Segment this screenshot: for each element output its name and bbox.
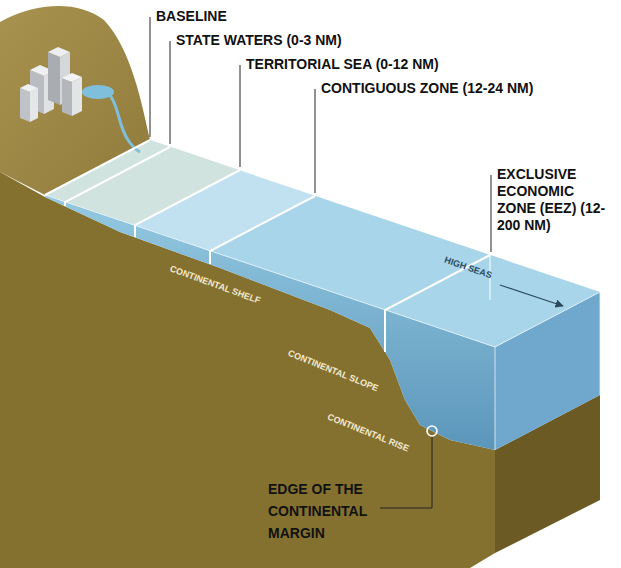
high-seas-arrow xyxy=(500,285,563,306)
seabed-front-face xyxy=(0,172,495,568)
callout-label: EDGE OF THE CONTINENTAL MARGIN xyxy=(268,478,376,544)
zone-label: EXCLUSIVE ECONOMIC ZONE (EEZ) (12-200 NM… xyxy=(497,166,611,234)
zone-label: BASELINE xyxy=(156,8,227,25)
river xyxy=(110,95,140,152)
land-top xyxy=(0,6,150,195)
zone-label: TERRITORIAL SEA (0-12 NM) xyxy=(246,56,439,73)
lake xyxy=(82,85,114,99)
zone-label: STATE WATERS (0-3 NM) xyxy=(176,32,342,49)
city-buildings xyxy=(20,47,82,122)
margin-edge-marker xyxy=(427,426,437,436)
water-box-edges xyxy=(45,195,600,450)
zone-label: CONTIGUOUS ZONE (12-24 NM) xyxy=(321,80,533,97)
zone-boundaries xyxy=(45,140,490,352)
